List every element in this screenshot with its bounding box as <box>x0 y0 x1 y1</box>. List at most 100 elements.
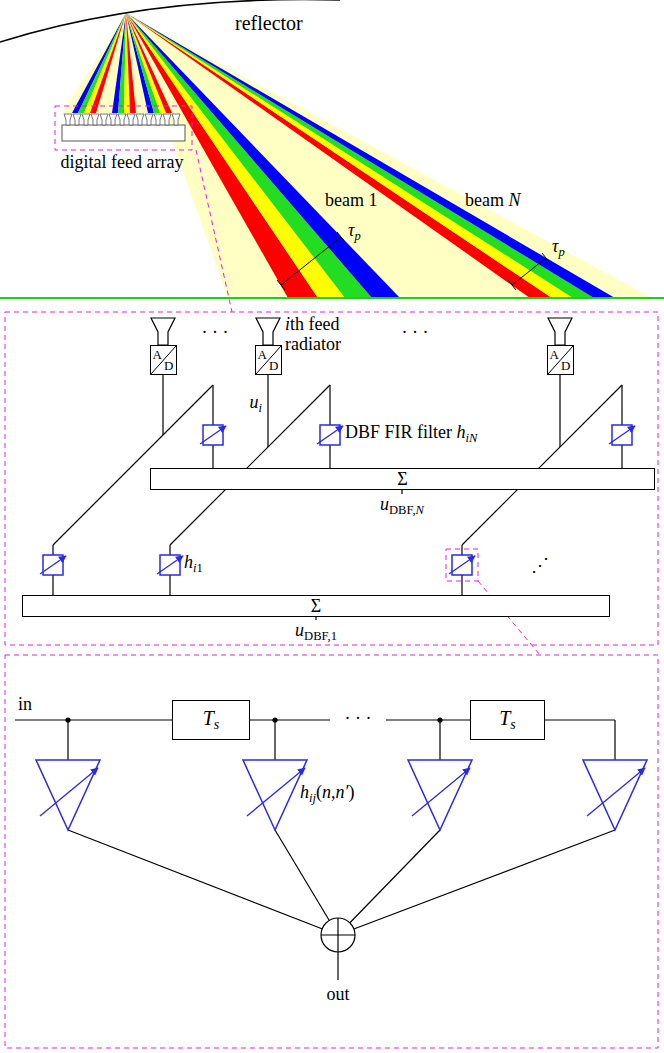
wire <box>462 385 622 545</box>
text-run: s <box>510 717 515 732</box>
adjust-arrow <box>317 426 343 444</box>
text-run: DBF FIR filter <box>345 422 457 442</box>
dbf-wiring <box>53 375 622 620</box>
text-run: , <box>331 782 336 802</box>
diagram-label: beam N <box>465 190 521 210</box>
text-run: · · · <box>202 322 229 342</box>
ground-illumination <box>126 13 652 298</box>
text-run: p <box>558 245 564 259</box>
wire <box>267 375 268 447</box>
text-run: A <box>550 347 559 362</box>
zoom-line <box>478 581 540 655</box>
text-run: h <box>300 782 309 802</box>
wire <box>401 490 402 494</box>
text-run: Σ <box>397 469 407 489</box>
diagram-label: ui <box>250 392 263 418</box>
feed-rays <box>72 13 172 113</box>
text-run: T <box>203 707 214 729</box>
diagram-label: DBF FIR filter hiN <box>345 422 477 448</box>
wire <box>315 617 316 620</box>
mini-horn <box>127 114 135 125</box>
text-run: ⋰ <box>531 555 549 575</box>
fir-panel <box>5 655 658 1048</box>
text-run: N <box>508 190 520 210</box>
ad-converter: AD <box>255 345 282 375</box>
node-text: A <box>153 348 162 361</box>
text-run: i <box>285 314 290 334</box>
diagram-label: τp <box>348 220 361 246</box>
text-run: u <box>380 494 389 514</box>
text-run: i <box>193 561 197 575</box>
adjust-arrow <box>40 768 98 816</box>
text-run: in <box>18 694 32 714</box>
node-text: Σ <box>311 597 321 615</box>
text-run: Σ <box>311 596 321 616</box>
adjust-arrow <box>247 768 305 816</box>
amplifier-triangle <box>243 760 307 830</box>
text-run: u <box>295 620 304 640</box>
diagram-label: τp <box>552 236 565 262</box>
adjust-arrow <box>157 556 183 574</box>
wire <box>162 375 163 435</box>
amplifier-triangle <box>583 760 647 830</box>
zoom-line <box>196 150 232 312</box>
mini-horn <box>64 114 72 125</box>
mini-horn <box>73 114 81 125</box>
fir-filters <box>40 425 635 575</box>
mini-horn <box>118 114 126 125</box>
node-text: D <box>164 359 173 372</box>
amplifier-triangle <box>408 760 472 830</box>
diagram-label: in <box>18 694 32 714</box>
summation-bar: Σ <box>22 595 610 617</box>
fir-wiring <box>15 718 615 980</box>
ground-line <box>0 297 664 299</box>
adjust-arrow <box>200 426 226 444</box>
text-run: digital feed array <box>61 152 184 172</box>
diagram-label: · · · <box>202 322 229 342</box>
text-run: ( <box>316 782 322 802</box>
text-run: ij <box>309 791 316 805</box>
diagram-label: · · · <box>402 322 429 342</box>
diagram-label: ⋰ <box>531 555 549 575</box>
diagram-label: reflector <box>235 12 303 34</box>
node-text: Σ <box>397 470 407 488</box>
feed-array-horns <box>64 114 180 125</box>
diagram-label: uDBF,N <box>380 494 424 520</box>
diagram-label: hij(n,n′) <box>300 782 354 808</box>
diagram-label: ith feed radiator <box>285 314 367 354</box>
ad-converter: AD <box>547 345 574 375</box>
node-text: A <box>258 348 267 361</box>
text-run: out <box>326 984 349 1004</box>
text-run: p <box>354 229 360 243</box>
text-run: A <box>258 347 267 362</box>
highlight-box <box>55 106 192 150</box>
text-run: DBF,1 <box>304 629 337 643</box>
text-run: D <box>269 358 278 373</box>
adjust-arrow <box>609 426 635 444</box>
horn-antenna <box>256 318 280 345</box>
text-run: iN <box>466 431 478 445</box>
delay-box: Ts <box>470 700 545 740</box>
mini-horn <box>145 114 153 125</box>
horn-antenna <box>151 318 175 345</box>
text-run: T <box>499 707 510 729</box>
wire <box>53 385 213 545</box>
mini-horn <box>109 114 117 125</box>
adjust-arrow <box>587 768 645 816</box>
diagram-label: · · · <box>345 708 372 728</box>
text-run: · · · <box>345 708 372 728</box>
diagram-label: beam 1 <box>325 190 377 210</box>
text-run: N <box>416 503 424 517</box>
diagram-label: uDBF,1 <box>295 620 337 646</box>
mini-horn <box>154 114 162 125</box>
text-run: u <box>250 392 259 412</box>
adder-symbol <box>321 918 355 952</box>
wire <box>170 385 330 545</box>
text-run: τ <box>348 220 354 240</box>
node-text: D <box>561 359 570 372</box>
text-run: ) <box>348 782 354 802</box>
amplifier-triangle <box>36 760 100 830</box>
node-text: A <box>550 348 559 361</box>
summation-bar: Σ <box>150 468 655 490</box>
feed-radiators <box>151 318 572 345</box>
